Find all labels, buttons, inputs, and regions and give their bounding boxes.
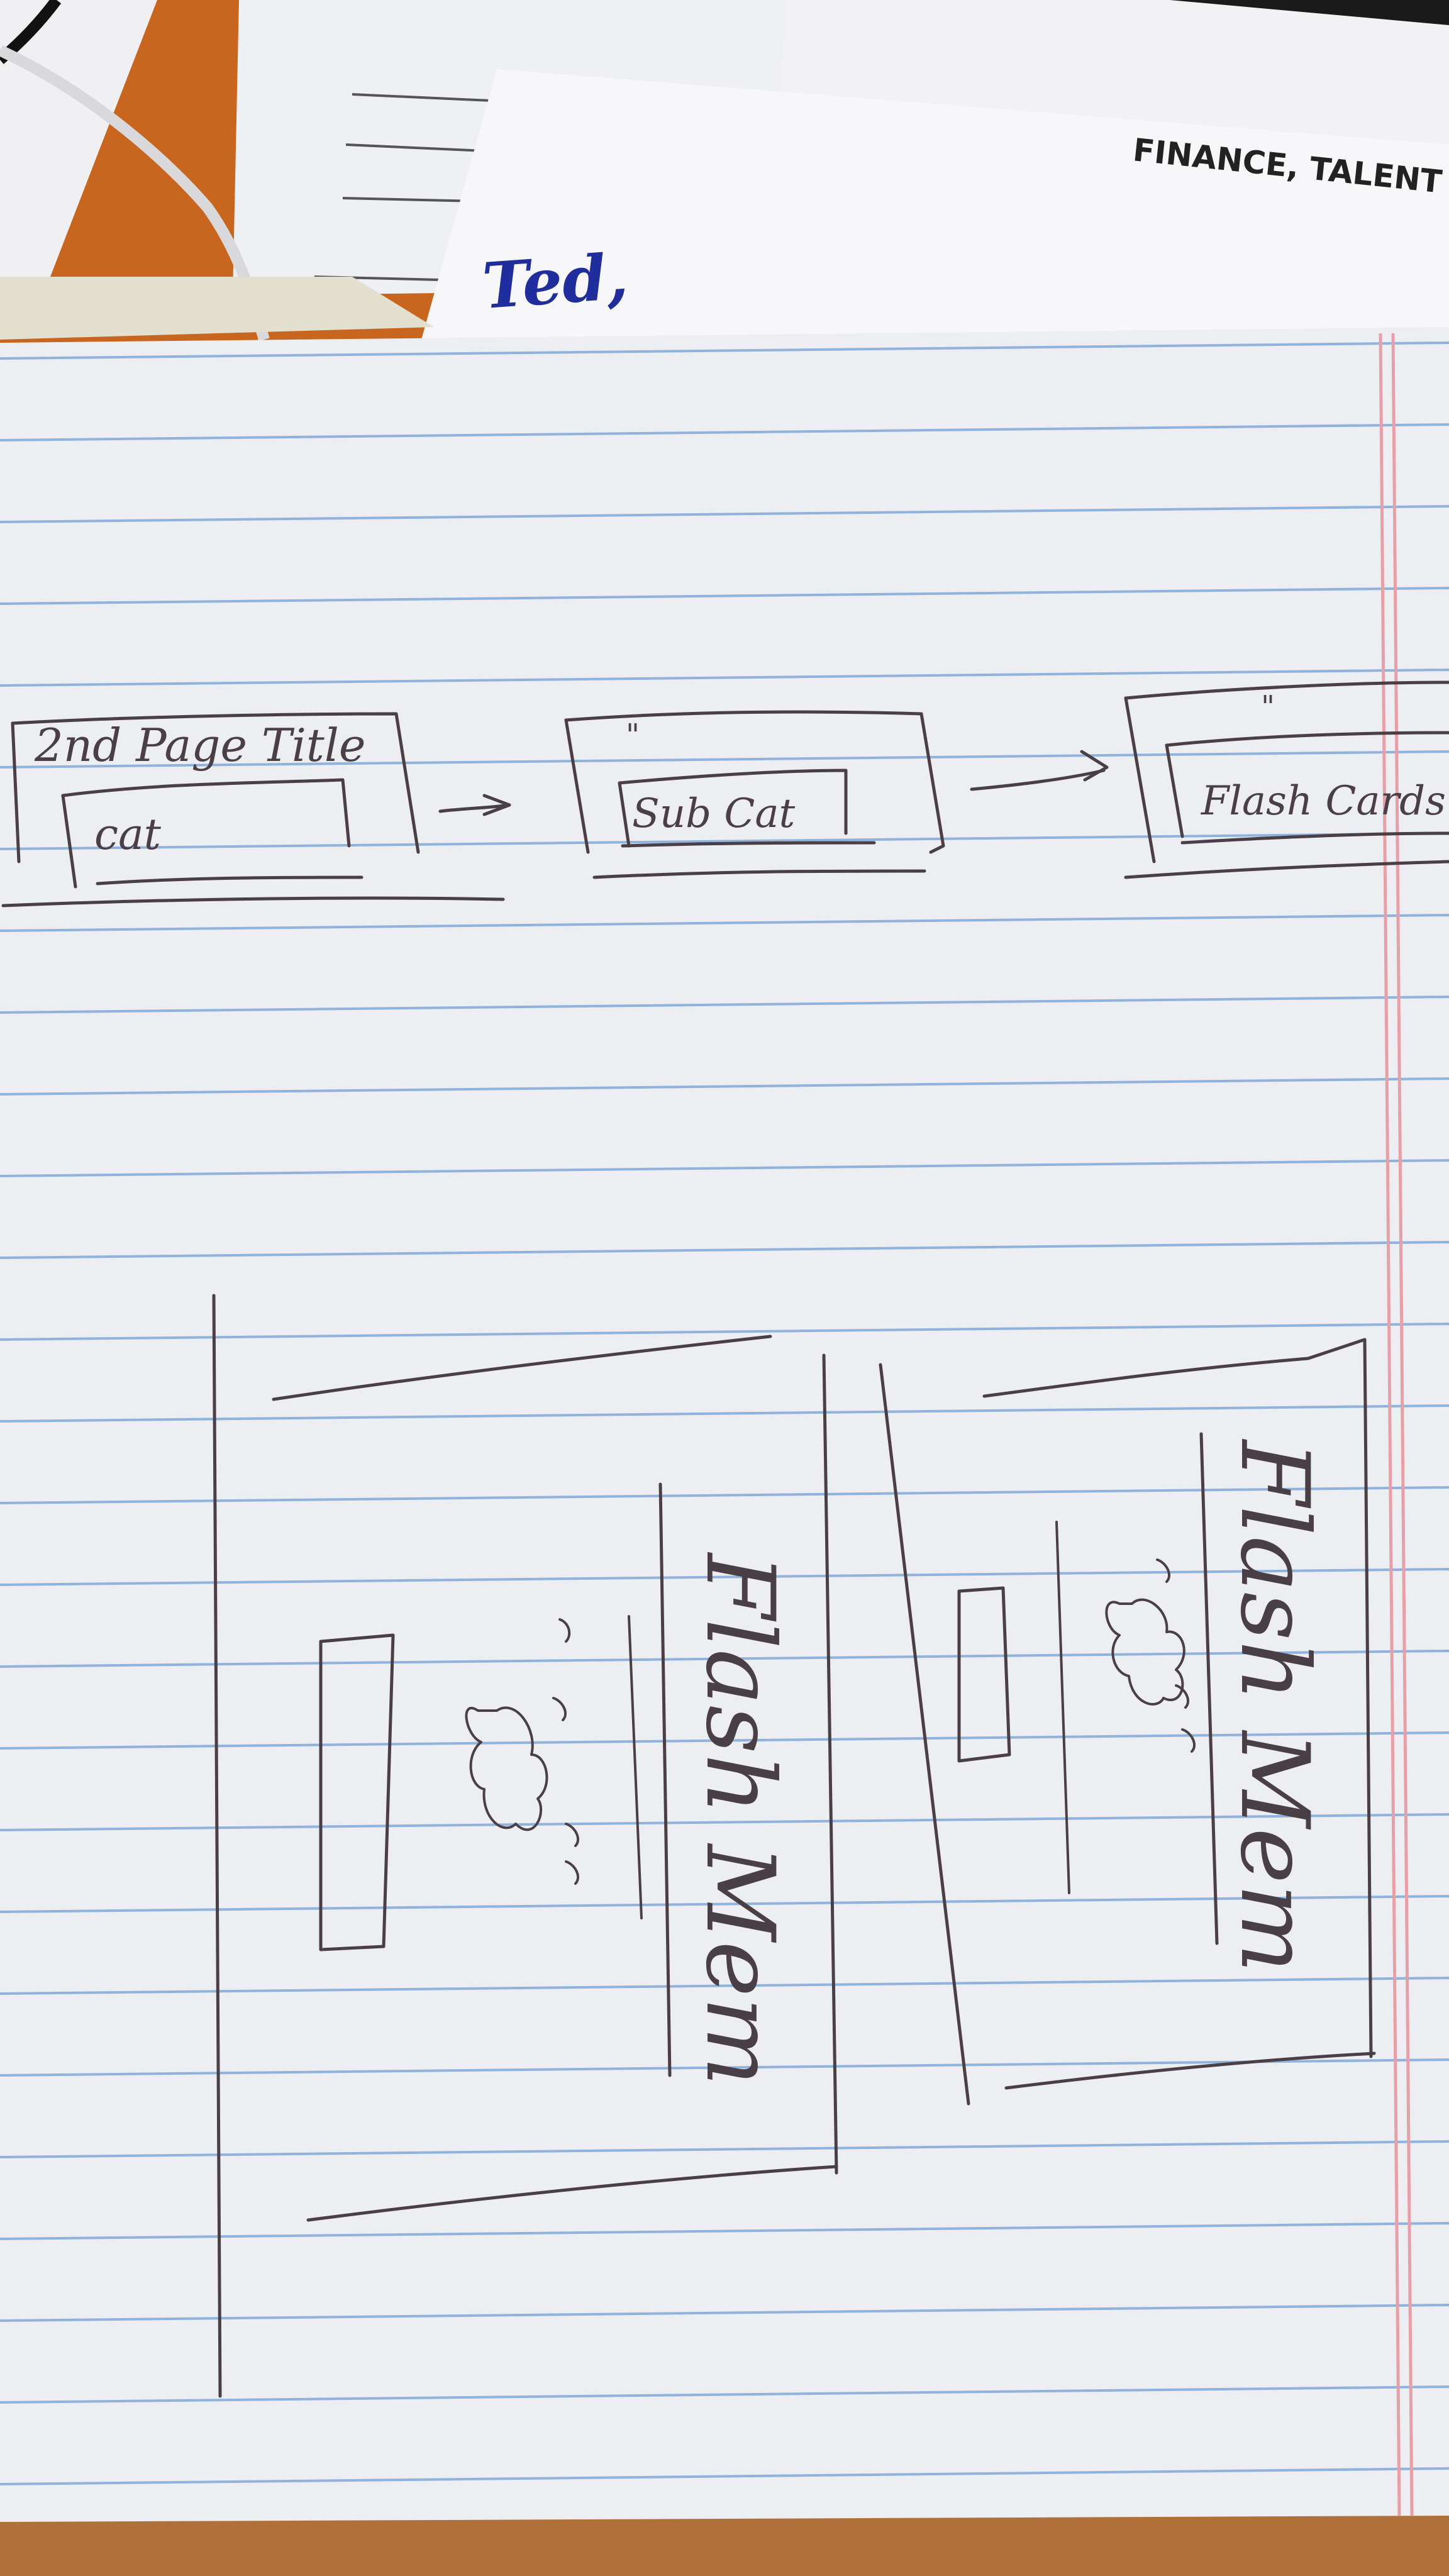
flash-card-frame bbox=[212, 1294, 838, 2398]
screen-1-title: 2nd Page Title bbox=[34, 719, 366, 772]
card-1-rect bbox=[319, 1633, 395, 1951]
flow-arrow bbox=[970, 750, 1109, 791]
screen-3-button-label: Flash Cards bbox=[1201, 778, 1446, 824]
margin-line bbox=[1391, 333, 1414, 2516]
cloud-icon bbox=[1105, 1598, 1185, 1706]
form-line bbox=[352, 93, 491, 102]
sketch-screen-1: 2nd Page Title cat bbox=[1, 712, 505, 908]
ruled-lines bbox=[0, 341, 1449, 2485]
desk-tray bbox=[0, 277, 434, 340]
screen-3-title-mark: " bbox=[1261, 689, 1275, 724]
screen-2-button: Sub Cat bbox=[618, 769, 876, 848]
screen-2-title-mark: " bbox=[626, 718, 640, 753]
screen-3-button: Flash Cards bbox=[1165, 731, 1449, 845]
form-line bbox=[345, 143, 485, 152]
notebook-page bbox=[0, 327, 1449, 2522]
cloud-icon bbox=[465, 1706, 548, 1831]
flash-card-2-title: Flash Mem bbox=[1219, 1438, 1329, 1973]
card-2-rect bbox=[957, 1586, 1011, 1763]
form-line bbox=[342, 197, 479, 203]
background-paper-note bbox=[421, 69, 1449, 352]
handwritten-note: Ted, bbox=[480, 239, 630, 323]
sketch-screen-2: " Sub Cat bbox=[564, 710, 945, 879]
margin-line bbox=[1379, 333, 1401, 2516]
flash-card-1: Flash Mem bbox=[319, 1353, 838, 2175]
flash-card-2: Flash Mem bbox=[879, 1338, 1376, 2106]
screen-1-button-label: cat bbox=[94, 810, 162, 860]
flow-arrow bbox=[438, 794, 511, 816]
flash-card-1-title: Flash Mem bbox=[685, 1552, 794, 2086]
screen-1-button: cat bbox=[61, 778, 364, 889]
screen-2-button-label: Sub Cat bbox=[632, 791, 796, 837]
sketch-screen-3: " Flash Cards bbox=[1124, 680, 1449, 879]
cable-black-right bbox=[1170, 0, 1449, 25]
